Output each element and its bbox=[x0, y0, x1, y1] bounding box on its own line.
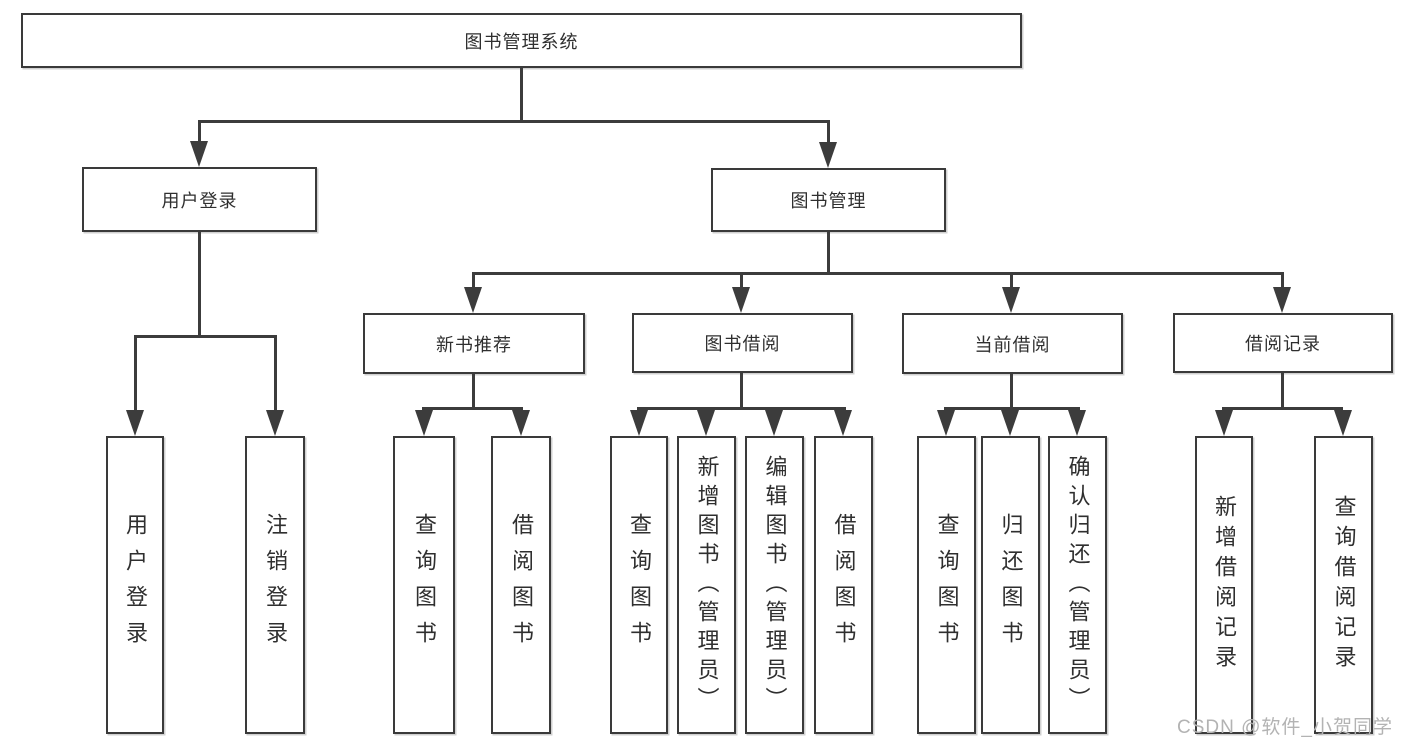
leaf-logout: 注销登录 bbox=[245, 436, 305, 734]
connector-arrow bbox=[834, 410, 852, 436]
connector-arrow bbox=[190, 141, 208, 167]
leaf-add-book-admin-label: 新增图书（管理员） bbox=[694, 454, 720, 716]
connector-arrow bbox=[1068, 410, 1086, 436]
connector-line bbox=[1281, 373, 1284, 410]
connector-line bbox=[1010, 272, 1013, 289]
leaf-return-book: 归还图书 bbox=[981, 436, 1040, 734]
connector-line bbox=[274, 335, 277, 412]
connector-arrow bbox=[732, 287, 750, 313]
leaf-query-book-current: 查询图书 bbox=[917, 436, 976, 734]
connector-arrow bbox=[266, 410, 284, 436]
leaf-confirm-return-admin-label: 确认归还（管理员） bbox=[1065, 454, 1091, 716]
node-book-borrow-label: 图书借阅 bbox=[704, 334, 781, 354]
connector-line bbox=[520, 68, 523, 121]
connector-line bbox=[472, 374, 475, 410]
leaf-edit-book-admin: 编辑图书（管理员） bbox=[745, 436, 804, 734]
connector-line bbox=[1222, 407, 1343, 410]
connector-line bbox=[134, 335, 137, 412]
connector-line bbox=[422, 407, 523, 410]
leaf-query-borrow-record-label: 查询借阅记录 bbox=[1331, 495, 1357, 675]
node-user-login-label: 用户登录 bbox=[161, 190, 238, 211]
connector-line bbox=[827, 120, 830, 143]
connector-line bbox=[827, 232, 830, 275]
node-root-label: 图书管理系统 bbox=[464, 31, 579, 52]
node-new-book-recommend: 新书推荐 bbox=[363, 313, 585, 374]
node-book-management-label: 图书管理 bbox=[790, 191, 867, 211]
leaf-add-book-admin: 新增图书（管理员） bbox=[677, 436, 736, 734]
leaf-logout-label: 注销登录 bbox=[263, 513, 288, 657]
node-new-book-recommend-label: 新书推荐 bbox=[436, 334, 512, 355]
connector-arrow bbox=[512, 410, 530, 436]
node-borrow-records-label: 借阅记录 bbox=[1245, 334, 1321, 354]
node-root: 图书管理系统 bbox=[21, 13, 1022, 68]
leaf-query-book-recommend-label: 查询图书 bbox=[412, 513, 437, 657]
leaf-edit-book-admin-label: 编辑图书（管理员） bbox=[762, 454, 788, 716]
leaf-borrow-book: 借阅图书 bbox=[814, 436, 873, 734]
node-current-borrow-label: 当前借阅 bbox=[974, 334, 1051, 355]
connector-arrow bbox=[1215, 410, 1233, 436]
connector-line bbox=[740, 272, 743, 289]
connector-arrow bbox=[1334, 410, 1352, 436]
connector-arrow bbox=[415, 410, 433, 436]
connector-line bbox=[134, 335, 277, 338]
connector-line bbox=[198, 232, 201, 336]
leaf-add-borrow-record: 新增借阅记录 bbox=[1195, 436, 1253, 734]
leaf-query-book-current-label: 查询图书 bbox=[934, 513, 960, 657]
connector-arrow bbox=[765, 410, 783, 436]
connector-arrow bbox=[464, 287, 482, 313]
connector-arrow bbox=[126, 410, 144, 436]
connector-line bbox=[944, 407, 1080, 410]
node-borrow-records: 借阅记录 bbox=[1173, 313, 1393, 373]
node-current-borrow: 当前借阅 bbox=[902, 313, 1123, 374]
leaf-add-borrow-record-label: 新增借阅记录 bbox=[1212, 495, 1237, 675]
connector-line bbox=[740, 373, 743, 410]
leaf-borrow-book-label: 借阅图书 bbox=[831, 513, 857, 657]
leaf-query-book-borrow: 查询图书 bbox=[610, 436, 668, 734]
connector-line bbox=[472, 272, 475, 289]
connector-arrow bbox=[819, 142, 837, 168]
connector-line bbox=[1010, 374, 1013, 410]
connector-arrow bbox=[1273, 287, 1291, 313]
node-user-login: 用户登录 bbox=[82, 167, 317, 232]
connector-line bbox=[637, 407, 846, 410]
node-book-management: 图书管理 bbox=[711, 168, 946, 232]
connector-arrow bbox=[1001, 410, 1019, 436]
node-book-borrow: 图书借阅 bbox=[632, 313, 853, 373]
leaf-confirm-return-admin: 确认归还（管理员） bbox=[1048, 436, 1107, 734]
connector-arrow bbox=[937, 410, 955, 436]
connector-arrow bbox=[697, 410, 715, 436]
leaf-borrow-book-recommend-label: 借阅图书 bbox=[509, 513, 534, 657]
leaf-borrow-book-recommend: 借阅图书 bbox=[491, 436, 551, 734]
leaf-query-book-recommend: 查询图书 bbox=[393, 436, 455, 734]
connector-arrow bbox=[630, 410, 648, 436]
csdn-watermark: CSDN @软件_小贺同学 bbox=[1177, 717, 1393, 738]
connector-line bbox=[198, 120, 201, 143]
leaf-query-borrow-record: 查询借阅记录 bbox=[1314, 436, 1373, 734]
leaf-query-book-borrow-label: 查询图书 bbox=[627, 513, 652, 657]
connector-line bbox=[198, 120, 830, 123]
connector-line bbox=[472, 272, 1284, 275]
leaf-user-login-label: 用户登录 bbox=[123, 513, 148, 657]
connector-line bbox=[1281, 272, 1284, 289]
leaf-return-book-label: 归还图书 bbox=[998, 513, 1024, 657]
leaf-user-login: 用户登录 bbox=[106, 436, 164, 734]
connector-arrow bbox=[1002, 287, 1020, 313]
